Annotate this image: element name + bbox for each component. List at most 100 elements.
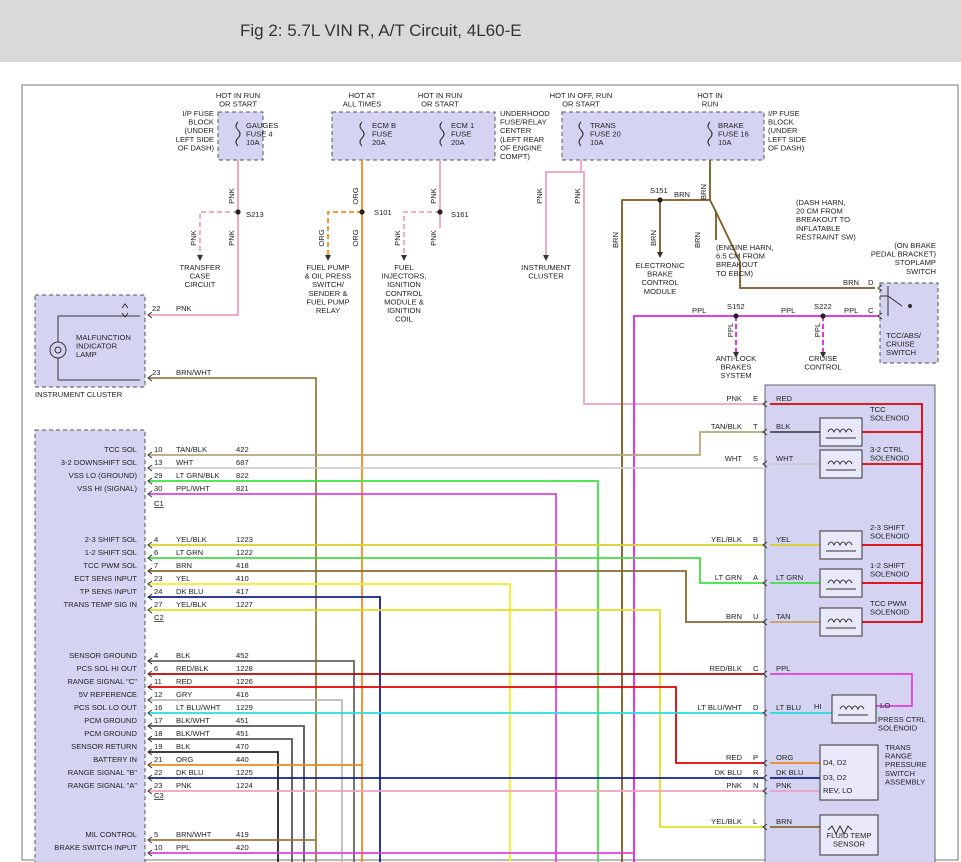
pcm-func-label: ECT SENS INPUT <box>74 574 137 583</box>
instrument-cluster-box <box>34 294 146 388</box>
pcm-circuit-number: 418 <box>236 561 249 570</box>
trans-pin-letter: U <box>753 612 758 621</box>
vertical-wire-label: BRN <box>693 232 702 248</box>
trans-pin-letter: D <box>753 703 759 712</box>
trans-wire-color: YEL/BLK <box>711 817 742 826</box>
pcm-wire-color: LT GRN <box>176 548 203 557</box>
svg-text:D4, D2: D4, D2 <box>823 758 847 767</box>
pcm-connector-label: C1 <box>154 499 164 508</box>
ppl-label-1: PPL <box>692 306 706 315</box>
vertical-wire-label: ORG <box>351 229 360 246</box>
pcm-wire-color: BRN/WHT <box>176 830 212 839</box>
pcm-circuit-number: 1225 <box>236 768 253 777</box>
trans-inner-color: LT BLU <box>776 703 801 712</box>
svg-text:23: 23 <box>152 368 160 377</box>
pcm-pin-number: 16 <box>154 703 162 712</box>
title-bar: Fig 2: 5.7L VIN R, A/T Circuit, 4L60-E <box>0 0 961 62</box>
shift23-solenoid-icon <box>819 530 863 560</box>
down-arrows <box>197 252 826 358</box>
splice-dots <box>235 197 826 319</box>
pcm-circuit-number: 470 <box>236 742 249 751</box>
pcm-circuit-number: 452 <box>236 651 249 660</box>
vertical-wire-label: BRN <box>699 184 708 200</box>
pcm-circuit-number: 1227 <box>236 600 253 609</box>
trans-pin-letter: N <box>753 781 758 790</box>
trans-inner-color: YEL <box>776 535 790 544</box>
pcm-pin-number: 10 <box>154 843 162 852</box>
pcm-pin-number: 29 <box>154 471 162 480</box>
pcm-wire-color: DK BLU <box>176 768 203 777</box>
trans-pin-letter: T <box>753 422 758 431</box>
trans-inner-color: BLK <box>776 422 790 431</box>
vertical-wire-label: PNK <box>393 230 402 246</box>
pcm-connector-label: C2 <box>154 613 164 622</box>
vertical-wire-label: ORG <box>317 229 326 246</box>
stoplamp-switch-box <box>879 282 939 364</box>
brn-label-s151: BRN <box>674 190 690 199</box>
ppl-label-2: PPL <box>781 306 795 315</box>
pcm-func-label: 2-3 SHIFT SOL <box>85 535 137 544</box>
pcm-connector-label: C3 <box>154 791 164 800</box>
trans-inner-color: TAN <box>776 612 791 621</box>
trans-wire-color: RED/BLK <box>710 664 743 673</box>
trans-wire-color: RED <box>726 753 743 762</box>
trans-inner-color: PNK <box>776 781 792 790</box>
pcm-pin-number: 4 <box>154 651 158 660</box>
pcm-wire-color: RED/BLK <box>176 664 209 673</box>
svg-text:PNK: PNK <box>176 304 192 313</box>
vertical-wire-label: PNK <box>535 188 544 204</box>
pcm-circuit-number: 1228 <box>236 664 253 673</box>
pcm-circuit-number: 1224 <box>236 781 253 790</box>
pcm-pin-number: 22 <box>154 768 162 777</box>
pcm-pin-number: 6 <box>154 664 158 673</box>
range-switch-icon <box>819 744 879 801</box>
trans-pin-letter: P <box>753 753 758 762</box>
vertical-wire-label: PNK <box>227 188 236 204</box>
svg-text:S152: S152 <box>727 302 745 311</box>
pcm-wire-color: LT BLU/WHT <box>176 703 221 712</box>
svg-text:BRN/WHT: BRN/WHT <box>176 368 212 377</box>
pcm-wire-color: YEL/BLK <box>176 535 207 544</box>
vertical-wire-label: PNK <box>189 230 198 246</box>
pcm-wire-color: YEL/BLK <box>176 600 207 609</box>
pcm-wire-color: BLK <box>176 651 190 660</box>
vertical-wire-labels: PNK PNK PNK ORG ORG ORG PNK PNK PNK PNK … <box>189 184 822 337</box>
vertical-wire-label: PPL <box>726 323 735 337</box>
gauges-fuse-block <box>217 111 264 161</box>
trans-wire-color: LT BLU/WHT <box>698 703 743 712</box>
pcm-pin-number: 30 <box>154 484 162 493</box>
tcc-solenoid-icon <box>819 417 863 447</box>
pcm-func-label: RANGE SIGNAL "C" <box>67 677 137 686</box>
pcm-wire-color: YEL <box>176 574 190 583</box>
pcm-pin-number: 6 <box>154 548 158 557</box>
trans-pin-letter: C <box>753 664 759 673</box>
pcm-circuit-number: 1226 <box>236 677 253 686</box>
trans-wire-color: WHT <box>725 454 743 463</box>
fuse-symbols <box>235 121 713 147</box>
pcm-func-label: VSS HI (SIGNAL) <box>77 484 137 493</box>
pcm-pin-number: 13 <box>154 458 162 467</box>
pcm-wire-color: BLK/WHT <box>176 729 210 738</box>
trans-wire-color: PNK <box>726 394 742 403</box>
pcm-func-label: PCM GROUND <box>84 729 137 738</box>
pcm-wire-color: PPL/WHT <box>176 484 210 493</box>
pcm-box <box>34 429 146 862</box>
trans-wire-color: PNK <box>726 781 742 790</box>
